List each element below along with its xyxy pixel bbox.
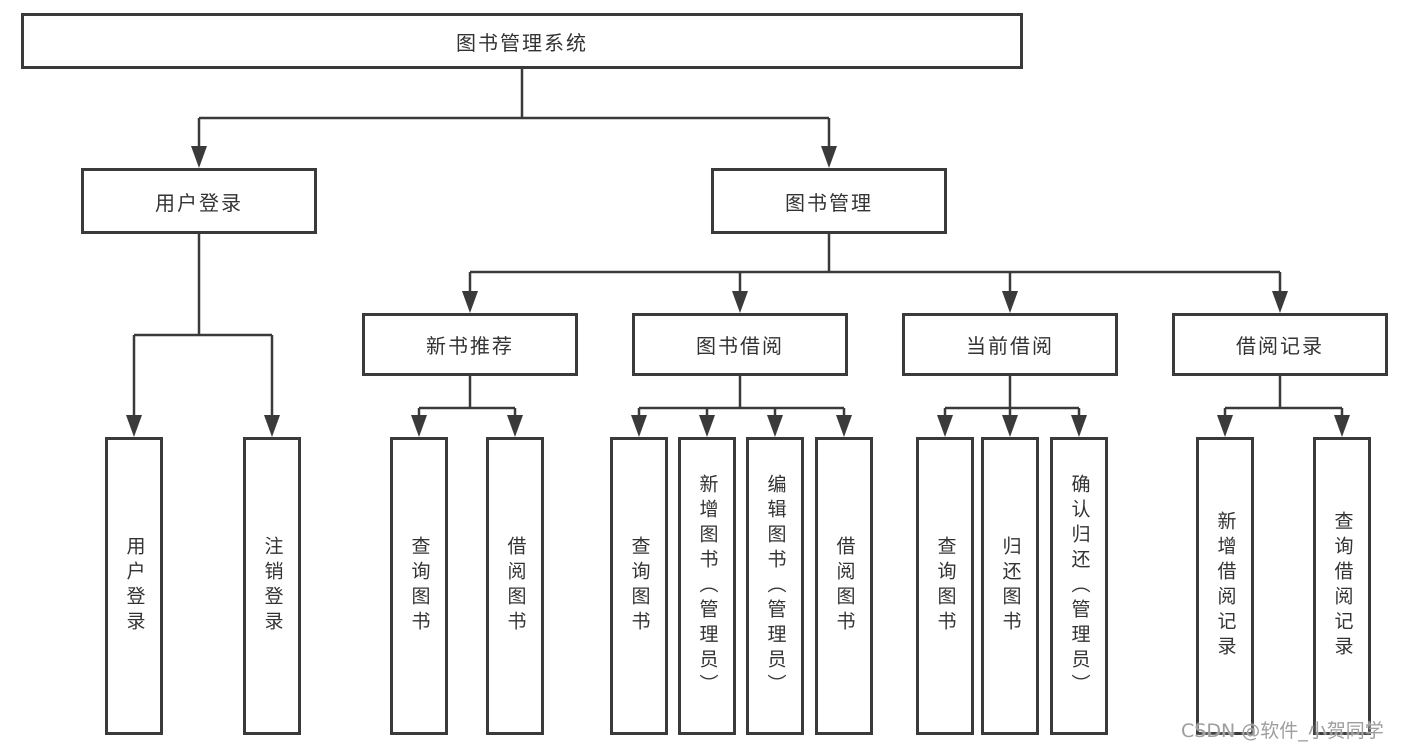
leaf-current-confirm-return-admin: 确认归还（管理员） bbox=[1050, 437, 1108, 735]
leaf-newbook-borrow-books-label: 借阅图书 bbox=[504, 536, 527, 636]
leaf-record-query-borrow-record: 查询借阅记录 bbox=[1313, 437, 1371, 735]
leaf-current-return-books-label: 归还图书 bbox=[999, 536, 1022, 636]
node-book-management: 图书管理 bbox=[711, 168, 947, 234]
leaf-current-confirm-return-admin-label: 确认归还（管理员） bbox=[1068, 473, 1091, 699]
leaf-record-query-borrow-record-label: 查询借阅记录 bbox=[1331, 511, 1354, 661]
node-new-book-recommend-label: 新书推荐 bbox=[426, 334, 514, 358]
node-book-borrow: 图书借阅 bbox=[632, 313, 848, 376]
leaf-borrow-borrow-books: 借阅图书 bbox=[815, 437, 873, 735]
node-user-login: 用户登录 bbox=[81, 168, 317, 234]
leaf-borrow-edit-books-admin: 编辑图书（管理员） bbox=[746, 437, 804, 735]
leaf-borrow-query-books: 查询图书 bbox=[610, 437, 668, 735]
leaf-borrow-borrow-books-label: 借阅图书 bbox=[833, 536, 856, 636]
leaf-current-query-books-label: 查询图书 bbox=[934, 536, 957, 636]
leaf-newbook-borrow-books: 借阅图书 bbox=[486, 437, 544, 735]
node-user-login-label: 用户登录 bbox=[155, 190, 243, 215]
leaf-borrow-add-books-admin-label: 新增图书（管理员） bbox=[696, 473, 719, 699]
leaf-user-login-label: 用户登录 bbox=[123, 536, 146, 636]
leaf-newbook-query-books-label: 查询图书 bbox=[408, 536, 431, 636]
leaf-newbook-query-books: 查询图书 bbox=[390, 437, 448, 735]
leaf-borrow-add-books-admin: 新增图书（管理员） bbox=[678, 437, 736, 735]
node-new-book-recommend: 新书推荐 bbox=[362, 313, 578, 376]
node-borrow-record: 借阅记录 bbox=[1172, 313, 1388, 376]
node-book-borrow-label: 图书借阅 bbox=[696, 334, 784, 358]
leaf-borrow-query-books-label: 查询图书 bbox=[628, 536, 651, 636]
leaf-logout: 注销登录 bbox=[243, 437, 301, 735]
node-current-borrow: 当前借阅 bbox=[902, 313, 1118, 376]
node-root-label: 图书管理系统 bbox=[456, 30, 588, 55]
leaf-borrow-edit-books-admin-label: 编辑图书（管理员） bbox=[764, 473, 787, 699]
leaf-logout-label: 注销登录 bbox=[261, 536, 284, 636]
node-book-management-label: 图书管理 bbox=[785, 190, 873, 215]
node-root: 图书管理系统 bbox=[21, 13, 1023, 69]
leaf-record-add-borrow-record-label: 新增借阅记录 bbox=[1214, 511, 1237, 661]
csdn-watermark: CSDN @软件_小贺同学 bbox=[1181, 720, 1384, 742]
leaf-record-add-borrow-record: 新增借阅记录 bbox=[1196, 437, 1254, 735]
leaf-current-return-books: 归还图书 bbox=[981, 437, 1039, 735]
leaf-user-login: 用户登录 bbox=[105, 437, 163, 735]
node-current-borrow-label: 当前借阅 bbox=[966, 334, 1054, 358]
node-borrow-record-label: 借阅记录 bbox=[1236, 334, 1324, 358]
leaf-current-query-books: 查询图书 bbox=[916, 437, 974, 735]
